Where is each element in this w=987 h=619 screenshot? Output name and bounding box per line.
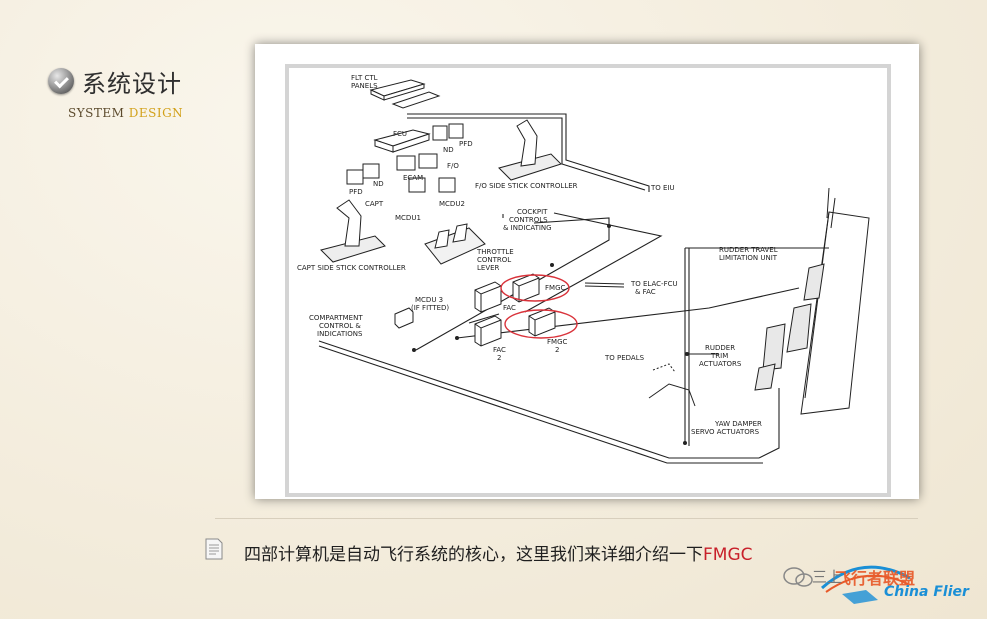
label-fac-2: FAC [493,346,506,354]
title-english-word1: SYSTEM [68,106,125,120]
label-to-pedals: TO PEDALS [604,354,645,362]
label-nd-capt: ND [373,180,384,188]
check-bullet-icon [48,68,74,94]
label-fo-side-stick: F/O SIDE STICK CONTROLLER [475,182,578,190]
label-flt-ctl-1: FLT CTL [351,74,378,82]
label-fmgc-2-num: 2 [555,346,559,354]
document-icon [205,538,223,560]
wechat-icon [783,567,813,587]
label-capt-side-stick: CAPT SIDE STICK CONTROLLER [297,264,406,272]
label-throttle-1: THROTTLE [476,248,514,256]
label-pfd-capt: PFD [349,188,363,196]
label-to-eiu: TO EIU [650,184,675,192]
label-yaw-damper-1: YAW DAMPER [714,420,762,428]
label-mcdu1: MCDU1 [395,214,421,222]
label-rudder-travel-1: RUDDER TRAVEL [719,246,778,254]
label-cockpit-1: COCKPIT [517,208,548,216]
title-chinese: 系统设计 [82,70,182,98]
label-fo: F/O [447,162,459,170]
caption-highlight: FMGC [703,545,753,565]
label-rudder-trim-3: ACTUATORS [699,360,742,368]
label-compartment-1: COMPARTMENT [309,314,363,322]
title-english-word2: DESIGN [128,106,184,120]
label-rudder-trim-1: RUDDER [705,344,735,352]
label-mcdu2: MCDU2 [439,200,465,208]
caption-divider [215,518,918,519]
label-compartment-3: INDICATIONS [317,330,363,338]
label-flt-ctl-2: PANELS [351,82,378,90]
watermark-prefix: 三上 [812,568,843,586]
system-diagram: FLT CTL PANELS FCU ND PFD F/O [297,74,870,464]
label-fac-2-num: 2 [497,354,501,362]
label-cockpit-3: & INDICATING [503,224,552,232]
label-pfd-fo: PFD [459,140,473,148]
label-fac-1: FAC [503,304,516,312]
label-capt: CAPT [365,200,384,208]
label-fmgc-2: FMGC [547,338,567,346]
fmgc1-highlight-ring [500,274,570,302]
caption-text: 四部计算机是自动飞行系统的核心，这里我们来详细介绍一下 [244,545,703,565]
watermark-brand-en: China Flier [884,584,969,600]
watermark-logo [783,565,911,604]
label-rudder-travel-2: LIMITATION UNIT [719,254,778,262]
label-rudder-trim-2: TRIM [710,352,728,360]
label-throttle-2: CONTROL [477,256,511,264]
label-mcdu3-2: (IF FITTED) [411,304,449,312]
tail-fin-drawing [648,187,870,415]
label-mcdu3-1: MCDU 3 [415,296,443,304]
fmgc2-highlight-ring [504,309,578,339]
diagram-panel: FLT CTL PANELS FCU ND PFD F/O [285,64,891,497]
label-throttle-3: LEVER [477,264,500,272]
diagram-frame: FLT CTL PANELS FCU ND PFD F/O [255,44,919,499]
title-english: SYSTEM DESIGN [68,106,183,120]
watermark-brand-cn: 飞行者联盟 [835,569,916,588]
label-compartment-2: CONTROL & [319,322,361,330]
label-fcu: FCU [393,130,407,138]
swoosh-icon [820,565,911,590]
label-nd-fo: ND [443,146,454,154]
label-to-elac-2: & FAC [635,288,656,296]
label-fmgc-1: FMGC [545,284,565,292]
label-ecam: ECAM [403,174,423,182]
label-to-elac-1: TO ELAC-FCU [630,280,678,288]
slide-caption: 四部计算机是自动飞行系统的核心，这里我们来详细介绍一下FMGC [244,540,753,565]
label-yaw-damper-2: SERVO ACTUATORS [691,428,760,436]
label-cockpit-2: CONTROLS [509,216,548,224]
plane-icon [842,590,878,604]
